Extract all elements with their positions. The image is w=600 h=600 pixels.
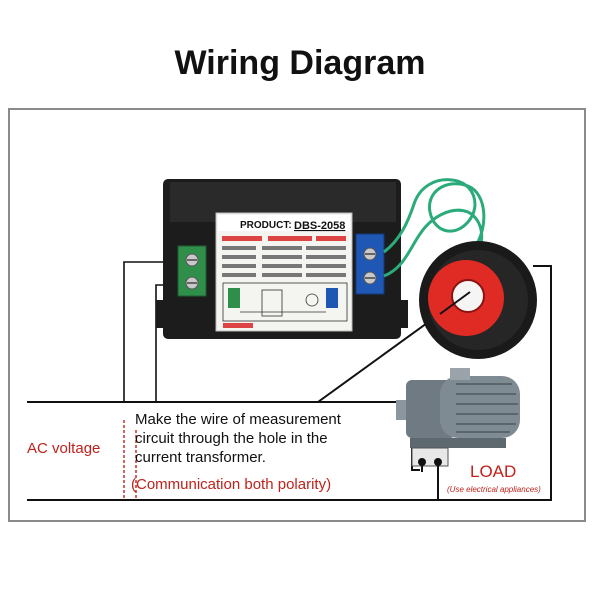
wiring-note-line: Make the wire of measurement bbox=[135, 411, 341, 428]
load-sublabel: (Use electrical appliances) bbox=[447, 485, 541, 494]
ct-hole bbox=[452, 280, 484, 312]
diagram-frame bbox=[8, 108, 586, 522]
meter-wire-1 bbox=[123, 261, 182, 402]
ac-voltage-label: AC voltage bbox=[27, 440, 101, 457]
polarity-note: (Communication both polarity) bbox=[131, 476, 332, 493]
measurement-wire-through-ct bbox=[439, 291, 471, 315]
green-terminal-block bbox=[177, 245, 207, 297]
load-wire-right bbox=[438, 265, 552, 501]
wiring-note-line: circuit through the hole in the bbox=[135, 430, 328, 447]
panel-meter: PRODUCT: DBS-2058 bbox=[156, 179, 408, 339]
meter-product-label: PRODUCT: bbox=[240, 220, 292, 231]
page-title: Wiring Diagram bbox=[174, 44, 426, 82]
current-transformer bbox=[419, 241, 537, 359]
motor-terminal bbox=[418, 458, 426, 466]
meter-label-plate bbox=[215, 212, 353, 332]
meter-model: DBS-2058 bbox=[294, 220, 345, 232]
ct-signal-wire bbox=[383, 178, 486, 278]
meter-mini-schematic bbox=[222, 282, 348, 328]
wiring-note-line: current transformer. bbox=[135, 449, 266, 466]
motor-load bbox=[396, 368, 520, 500]
wiring-note: Make the wire of measurement circuit thr… bbox=[135, 410, 415, 467]
load-label: LOAD bbox=[470, 462, 517, 481]
meter-spec-rows bbox=[222, 236, 346, 277]
blue-terminal-block bbox=[355, 233, 385, 295]
motor-terminal bbox=[434, 458, 442, 466]
